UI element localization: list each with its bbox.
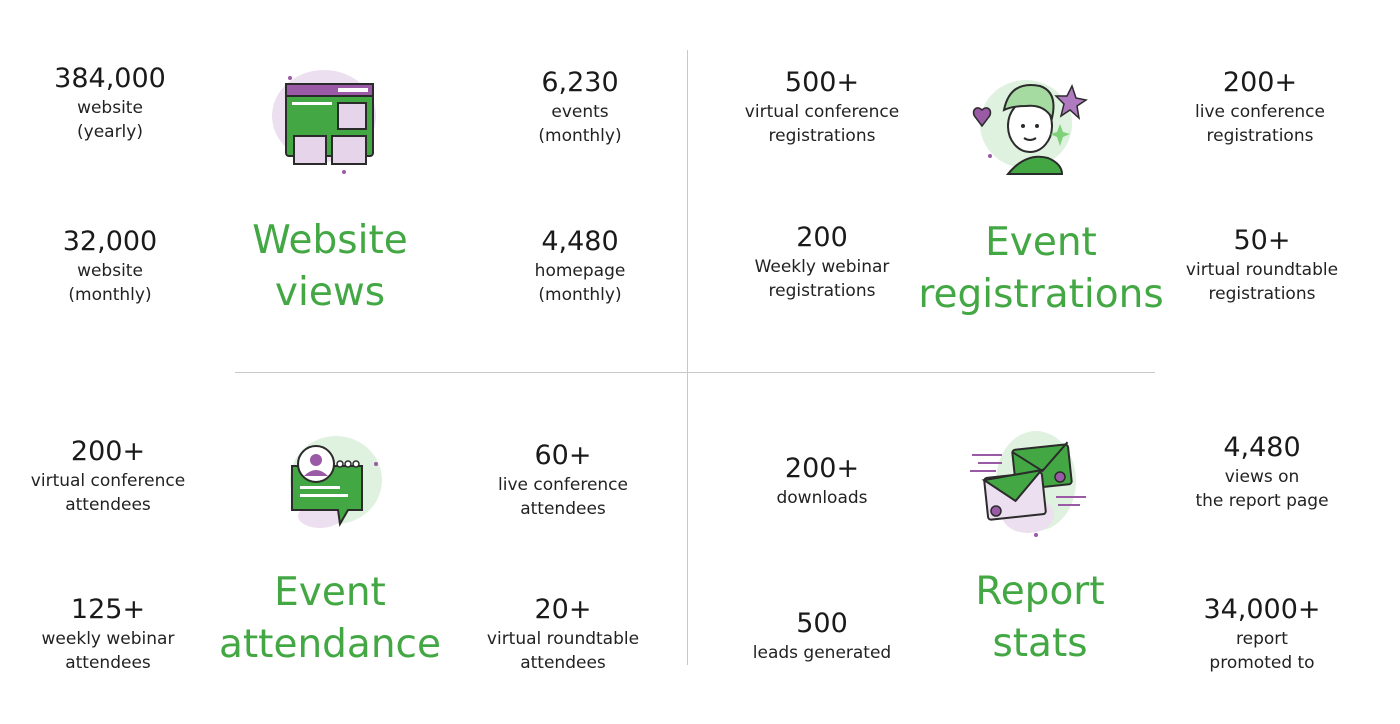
chat-bubble-avatar-icon	[280, 430, 390, 539]
stat-value: 60+	[534, 440, 592, 471]
stat-label: virtual roundtable attendees	[486, 629, 640, 673]
stat-events-monthly: 6,230 events (monthly)	[470, 66, 690, 148]
stat-value: 200+	[1222, 67, 1298, 98]
stat-virtual-conference-attendees: 200+ virtual conference attendees	[0, 435, 218, 517]
stat-value: 32,000	[62, 226, 158, 257]
person-with-stars-icon	[966, 74, 1091, 183]
stat-label: homepage (monthly)	[534, 261, 626, 305]
stat-report-promoted: 34,000+ report promoted to	[1152, 593, 1372, 675]
envelopes-icon	[966, 425, 1091, 544]
stat-label: events (monthly)	[538, 102, 622, 146]
stat-label: live conference attendees	[498, 475, 628, 519]
stat-value: 200+	[70, 436, 146, 467]
stat-label: virtual conference attendees	[30, 471, 186, 515]
stat-label: virtual conference registrations	[744, 102, 900, 146]
stat-value: 4,480	[541, 226, 619, 257]
stat-live-conference-registrations: 200+ live conference registrations	[1150, 66, 1370, 148]
stat-weekly-webinar-attendees: 125+ weekly webinar attendees	[0, 593, 218, 675]
stat-homepage-monthly: 4,480 homepage (monthly)	[470, 225, 690, 307]
stat-value: 200	[796, 222, 848, 253]
stat-website-yearly: 384,000 website (yearly)	[0, 62, 220, 144]
stat-value: 6,230	[541, 67, 619, 98]
section-heading: Event registrations	[918, 220, 1164, 317]
stat-label: weekly webinar attendees	[41, 629, 175, 673]
stat-value: 4,480	[1223, 432, 1301, 463]
stat-value: 20+	[534, 594, 592, 625]
stat-label: leads generated	[752, 643, 892, 663]
stat-value: 500	[796, 608, 848, 639]
stat-website-monthly: 32,000 website (monthly)	[0, 225, 220, 307]
stat-value: 34,000+	[1203, 594, 1321, 625]
stat-live-conference-attendees: 60+ live conference attendees	[453, 439, 673, 521]
section-heading: Event attendance	[218, 570, 441, 667]
section-heading: Report stats	[975, 569, 1105, 666]
stat-label: report promoted to	[1209, 629, 1315, 673]
stat-virtual-roundtable-registrations: 50+ virtual roundtable registrations	[1152, 224, 1372, 306]
stat-value: 125+	[70, 594, 146, 625]
stat-label: website (yearly)	[77, 98, 143, 142]
stat-label: Weekly webinar registrations	[754, 257, 890, 301]
stat-report-page-views: 4,480 views on the report page	[1152, 431, 1372, 513]
section-heading: Website views	[252, 218, 408, 315]
browser-window-icon	[266, 66, 381, 180]
stat-value: 500+	[784, 67, 860, 98]
stat-value: 50+	[1233, 225, 1291, 256]
horizontal-divider	[235, 372, 1155, 373]
stat-leads-generated: 500 leads generated	[712, 607, 932, 665]
stat-downloads: 200+ downloads	[712, 452, 932, 510]
stat-weekly-webinar-registrations: 200 Weekly webinar registrations	[712, 221, 932, 303]
stat-label: views on the report page	[1195, 467, 1329, 511]
stat-label: live conference registrations	[1195, 102, 1325, 146]
stat-value: 384,000	[54, 63, 166, 94]
stat-virtual-roundtable-attendees: 20+ virtual roundtable attendees	[453, 593, 673, 675]
stat-label: virtual roundtable registrations	[1185, 260, 1339, 304]
stat-label: website (monthly)	[68, 261, 152, 305]
stat-label: downloads	[776, 488, 868, 508]
stat-value: 200+	[784, 453, 860, 484]
stat-virtual-conference-registrations: 500+ virtual conference registrations	[712, 66, 932, 148]
vertical-divider	[687, 50, 688, 665]
